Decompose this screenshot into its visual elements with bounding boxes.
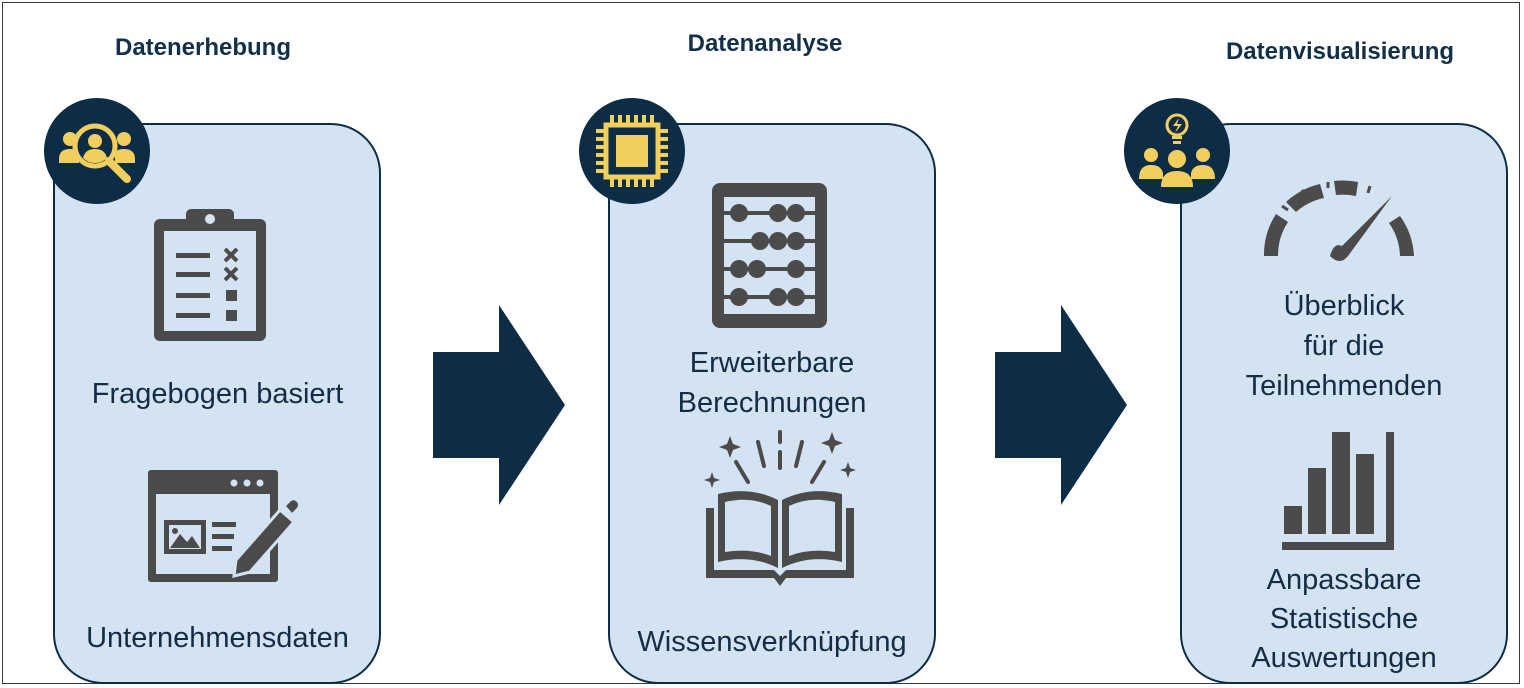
bar-chart-icon [1282,432,1394,550]
idea-team-icon [1139,113,1215,187]
stage-badge-datenvisualisierung [1124,98,1230,204]
stage-heading-datenvisualisierung: Datenvisualisierung [1225,38,1455,65]
open-book-icon [704,430,856,586]
abacus-icon [712,183,827,328]
item-label-auswertungen-line2: Statistische [1269,603,1419,635]
search-people-icon [59,123,135,183]
item-label-ueberblick-line1: Überblick [1283,290,1405,322]
clipboard-checklist-icon [154,209,266,341]
item-label-berechnungen-line1: Erweiterbare [689,347,855,379]
item-label-fragebogen: Fragebogen basiert [91,378,344,410]
stage-heading-datenanalyse: Datenanalyse [687,30,843,57]
web-form-edit-icon [148,470,301,582]
stage-heading-datenerhebung: Datenerhebung [114,34,291,61]
stage-badge-datenanalyse [579,98,685,204]
stage-badge-datenerhebung [44,98,150,204]
item-label-berechnungen-line2: Berechnungen [677,387,867,419]
flow-arrow-2 [995,305,1127,505]
item-label-wissensverknuepfung: Wissensverknüpfung [637,626,907,658]
item-label-auswertungen-line1: Anpassbare [1266,564,1422,596]
stage-panel-datenvisualisierung [1180,123,1508,684]
item-label-unternehmensdaten: Unternehmensdaten [86,622,349,654]
cpu-chip-icon [596,115,668,187]
item-label-auswertungen-line3: Auswertungen [1251,642,1437,674]
flow-arrow-1 [433,305,565,505]
speedometer-icon [1263,180,1414,261]
item-label-ueberblick-line3: Teilnehmenden [1245,370,1443,402]
item-label-ueberblick-line2: für die [1303,330,1385,362]
